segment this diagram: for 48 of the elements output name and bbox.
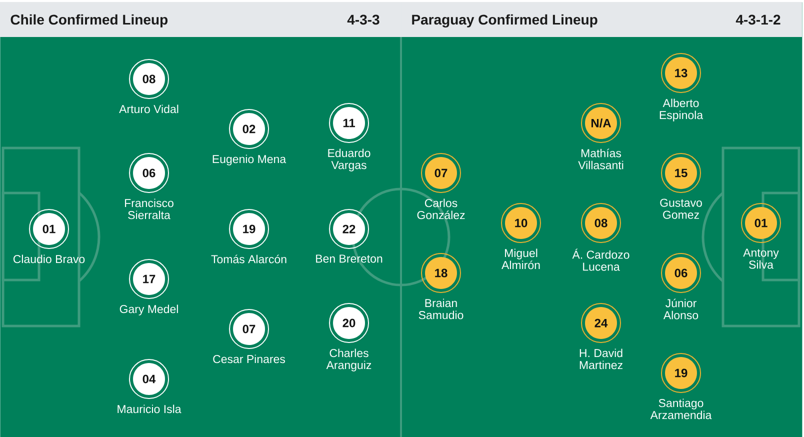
player-badge: 19 bbox=[661, 353, 701, 393]
player-badge: 22 bbox=[329, 209, 369, 249]
player-badge: 07 bbox=[421, 153, 461, 193]
player-name: Santiago Arzamendia bbox=[650, 398, 712, 420]
panel-title: Paraguay Confirmed Lineup bbox=[412, 14, 598, 28]
player-badge: 10 bbox=[501, 203, 541, 243]
player-name: Miguel Almirón bbox=[502, 248, 540, 270]
player-name: Eugenio Mena bbox=[212, 154, 286, 166]
player-name: Cesar Pinares bbox=[213, 354, 285, 364]
player-name: Ben Brereton bbox=[316, 254, 382, 263]
player-name: Arturo Vidal bbox=[119, 104, 178, 114]
player-badge: 24 bbox=[581, 303, 621, 343]
player-badge: 19 bbox=[229, 209, 269, 249]
player-badge: 06 bbox=[661, 253, 701, 293]
player-name: Alberto Espinola bbox=[660, 98, 704, 122]
player-name: Charles Aranguiz bbox=[326, 348, 372, 372]
player-name: Mauricio Isla bbox=[118, 404, 182, 414]
player-badge: 17 bbox=[129, 259, 169, 299]
formation-label: 4-3-1-2 bbox=[736, 14, 780, 25]
formation-label: 4-3-3 bbox=[347, 14, 380, 25]
player-name: Antony Silva bbox=[743, 248, 779, 269]
player-badge: N/A bbox=[581, 103, 621, 143]
player-badge: 15 bbox=[661, 153, 701, 193]
player-name: Júnior Alonso bbox=[663, 298, 698, 320]
player-badge: 01 bbox=[29, 209, 69, 249]
player-name: H. David Martinez bbox=[580, 348, 622, 370]
player-badge: 20 bbox=[329, 303, 369, 343]
player-name: Gustavo Gomez bbox=[660, 198, 702, 219]
player-name: Mathías Villasanti bbox=[578, 148, 624, 170]
player-badge: 06 bbox=[129, 153, 169, 193]
player-badge: 04 bbox=[129, 359, 169, 399]
player-name: Francisco Sierralta bbox=[125, 198, 174, 220]
player-badge: 07 bbox=[229, 309, 269, 349]
player-badge: 02 bbox=[229, 109, 269, 149]
player-name: Braian Samudio bbox=[418, 298, 464, 320]
player-name: Eduardo Vargas bbox=[328, 148, 370, 172]
player-name: Gary Medel bbox=[120, 304, 178, 316]
player-badge: 08 bbox=[129, 59, 169, 99]
panel-title: Chile Confirmed Lineup bbox=[10, 14, 168, 28]
player-name: Á. Cardozo Lucena bbox=[572, 248, 630, 271]
player-badge: 01 bbox=[741, 203, 781, 243]
player-badge: 13 bbox=[661, 53, 701, 93]
player-name: Tomás Alarcón bbox=[211, 254, 286, 264]
player-badge: 08 bbox=[581, 203, 621, 243]
player-name: Claudio Bravo bbox=[13, 254, 85, 264]
player-name: Carlos González bbox=[417, 198, 465, 220]
player-badge: 11 bbox=[329, 103, 369, 143]
player-badge: 18 bbox=[421, 253, 461, 293]
